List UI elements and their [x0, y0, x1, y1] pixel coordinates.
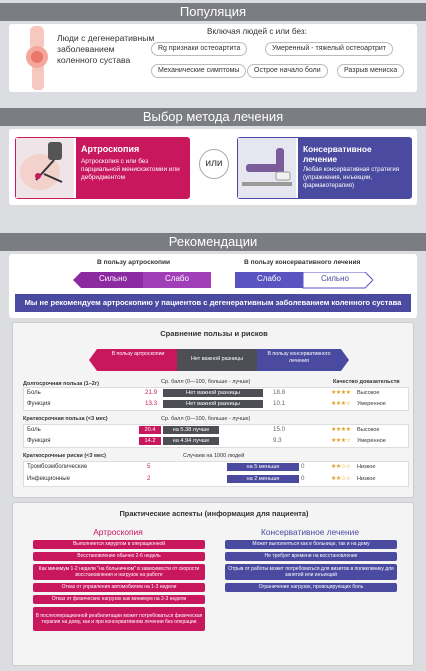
conservative-title: Консервативное лечение [303, 144, 372, 164]
practical-arthroscopy-item: Как минимум 1-2 недели "на больничном" в… [33, 564, 205, 580]
practical-title: Практические аспекты (информация для пац… [119, 509, 309, 518]
short-term-row-label: Функция [27, 438, 51, 444]
comparison-legend [89, 349, 349, 371]
arthroscopy-image [16, 138, 74, 198]
population-tag: Острое начало боли [247, 64, 328, 78]
quality-label: Низкое [357, 476, 376, 482]
long-term-value-right: 18.8 [273, 389, 286, 396]
comparison-panel: Сравнение пользы и рисков В пользу артро… [12, 322, 414, 498]
short-term-value-right: 15.0 [273, 426, 286, 433]
practical-conservative-title: Консервативное лечение [261, 527, 359, 537]
risks-row-label: Тромбоэмболические [27, 464, 88, 470]
practical-conservative-item: Отрыв от работы может потребоваться для … [225, 564, 397, 580]
short-term-bar: на 4.94 лучше [163, 437, 219, 445]
short-term-value-left: 20.4 [139, 426, 161, 434]
risks-scale: Случаев на 1000 людей [183, 453, 245, 459]
quality-label: Низкое [357, 464, 376, 470]
practical-arthroscopy-item: В послеоперационной реабилитации может п… [33, 607, 205, 631]
arthroscopy-card: Артроскопия Артроскопия с или без парциа… [15, 137, 190, 199]
risks-value-right: 0 [301, 463, 305, 470]
practical-arthroscopy-item: Выполняется хирургом в операционной [33, 540, 205, 549]
practical-conservative-item: Не требует времени на восстановление [225, 552, 397, 561]
scale-weak-arthroscopy: Слабо [165, 274, 189, 283]
practical-panel: Практические аспекты (информация для пац… [12, 502, 414, 666]
population-tag: Rg признаки остеоартита [151, 42, 248, 56]
quality-stars: ★★★☆ [331, 401, 351, 407]
quality-stars: ★★☆☆ [331, 476, 351, 482]
recommendation-title: Рекомендации [0, 233, 426, 251]
knee-icon [26, 26, 48, 90]
risks-value-right: 0 [301, 475, 305, 482]
quality-stars: ★★★☆ [331, 438, 351, 444]
quality-stars: ★★★★ [331, 390, 351, 396]
population-title: Популяция [0, 3, 426, 21]
favor-arthroscopy-label: В пользу артроскопии [97, 259, 171, 266]
risks-value-left: 2 [147, 475, 151, 482]
short-term-bar: на 5.38 лучше [163, 426, 219, 434]
quality-stars: ★★★★ [331, 427, 351, 433]
quality-label: Умеренное [357, 438, 386, 444]
risks-bar: на 2 меньше [227, 475, 299, 483]
practical-arthroscopy-title: Артроскопия [93, 527, 143, 537]
practical-conservative-item: Ограничение нагрузок, провоцирующих боль [225, 583, 397, 592]
treatment-title: Выбор метода лечения [0, 108, 426, 126]
long-term-value-left: 21.9 [145, 389, 158, 396]
treatment-panel: Артроскопия Артроскопия с или без парциа… [9, 129, 417, 205]
population-tag: Механические симптомы [151, 64, 247, 78]
quality-stars: ★★☆☆ [331, 464, 351, 470]
practical-arthroscopy-item: Отказ от управления автомобилем на 1-3 н… [33, 583, 205, 592]
quality-header: Качество доказательств [333, 379, 400, 385]
recommendation-panel: В пользу артроскопии В пользу консервати… [9, 254, 417, 318]
legend-no-difference: Нет важной разницы [191, 356, 243, 362]
long-term-header: Долгосрочная польза (1–2г) [23, 381, 99, 387]
risks-rows [23, 461, 409, 487]
long-term-row-label: Боль [27, 390, 41, 396]
short-term-row-label: Боль [27, 427, 41, 433]
short-term-value-left: 14.2 [139, 437, 161, 445]
risks-row-label: Инфекционные [27, 476, 70, 482]
scale-strong-conservative: Сильно [321, 274, 349, 283]
long-term-value-left: 13.3 [145, 400, 158, 407]
scale-strong-arthroscopy: Сильно [99, 274, 127, 283]
long-term-value-right: 10.1 [273, 400, 286, 407]
short-term-value-right: 9.3 [273, 437, 282, 444]
risks-header: Краткосрочные риски (<3 мес) [23, 453, 106, 459]
long-term-scale: Ср. балл (0—100, больше - лучше) [161, 379, 251, 385]
arthroscopy-title: Артроскопия [81, 144, 140, 154]
conservative-card: Консервативное лечение Любая консерватив… [237, 137, 412, 199]
population-tag: Разрыв мениска [337, 64, 405, 78]
favor-conservative-label: В пользу консервативного лечения [244, 259, 361, 266]
short-term-scale: Ср. балл (0—100, больше - лучше) [161, 416, 251, 422]
or-label: или [199, 149, 229, 179]
comparison-title: Сравнение пользы и рисков [160, 329, 268, 338]
population-tag: Умеренный - тяжелый остеоартрит [265, 42, 393, 56]
long-term-bar: Нет важной разницы [163, 400, 263, 408]
recommendation-statement: Мы не рекомендуем артроскопию у пациенто… [15, 294, 411, 312]
legend-favor-conservative: В пользу консервативного лечения [267, 351, 331, 364]
long-term-row-label: Функция [27, 401, 51, 407]
practical-conservative-item: Может выполняться как в больнице, так и … [225, 540, 397, 549]
strength-scale [73, 272, 373, 289]
practical-arthroscopy-item: Восстановление обычно 2-6 недель [33, 552, 205, 561]
risks-value-left: 5 [147, 463, 151, 470]
quality-label: Умеренное [357, 401, 386, 407]
include-header: Включая людей с или без: [207, 27, 307, 36]
conservative-text: Любая консервативная стратегия (упражнен… [303, 166, 400, 189]
short-term-header: Краткосрочная польза (<3 мес) [23, 416, 108, 422]
conservative-image [238, 138, 296, 198]
quality-label: Высокое [357, 427, 380, 433]
practical-arthroscopy-item: Отказ от физических нагрузок как минимум… [33, 595, 205, 604]
long-term-bar: Нет важной разницы [163, 389, 263, 397]
legend-favor-arthroscopy: В пользу артроскопии [111, 351, 165, 357]
risks-bar: на 5 меньше [227, 463, 299, 471]
scale-weak-conservative: Слабо [257, 274, 281, 283]
population-description: Люди с дегенеративным заболеванием колен… [57, 33, 155, 65]
quality-label: Высокое [357, 390, 380, 396]
population-panel: Люди с дегенеративным заболеванием колен… [9, 24, 417, 92]
arthroscopy-text: Артроскопия с или без парциальной мениск… [81, 158, 180, 181]
